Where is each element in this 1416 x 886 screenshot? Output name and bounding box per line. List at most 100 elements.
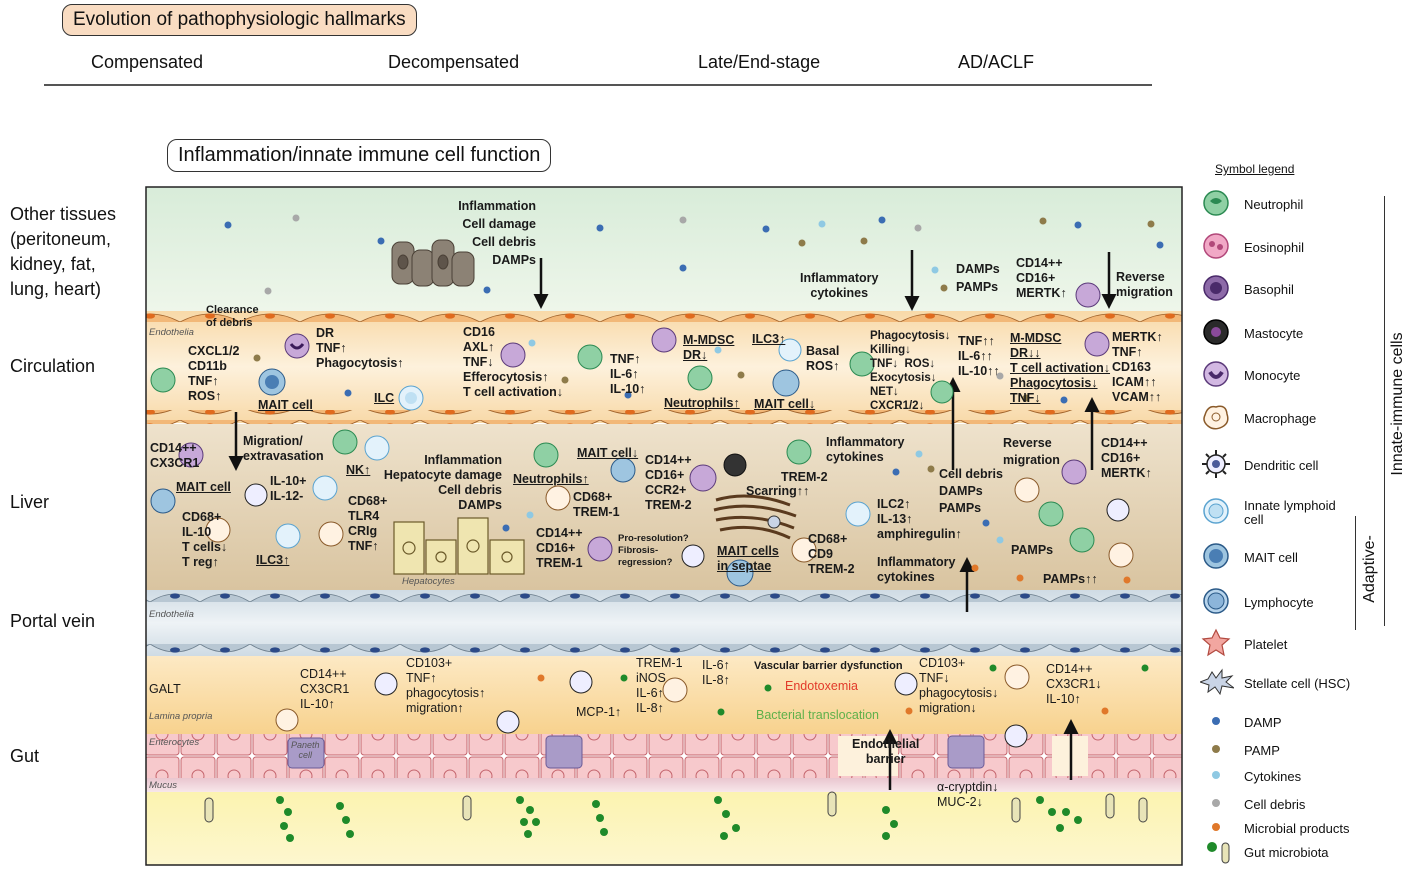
- legend-item: Platelet: [1200, 628, 1287, 662]
- annot-liver-cd14c: CD14++ CD16+ TREM-1: [536, 526, 583, 570]
- legend-item: Cytokines: [1200, 760, 1301, 794]
- annot-gut-il6: IL-6↑ IL-8↑: [702, 658, 730, 687]
- legend-item-label: Platelet: [1244, 637, 1288, 652]
- layer-liver: [146, 424, 1182, 590]
- legend-innate-label: Innate-immune cells: [1389, 332, 1406, 476]
- annot-circ-ilc: ILC: [374, 391, 395, 405]
- legend-item-label: Macrophage: [1244, 411, 1317, 426]
- tissue-cells: [391, 239, 475, 287]
- annot-liver-cd14b: CD14++ CD16+ CCR2+ TREM-2: [645, 453, 692, 512]
- legend-item: Macrophage: [1200, 402, 1316, 436]
- annot-circ-mmdsc: M-MDSC DR↓: [683, 333, 735, 362]
- annot-gut-cd103b: CD103+ TNF↓ phagocytosis↓ migration↓: [919, 656, 999, 715]
- neutrophil-icon: [1200, 187, 1234, 224]
- stage-ad-aclf: AD/ACLF: [958, 52, 1035, 72]
- damp-dot-icon: [1200, 705, 1234, 742]
- portal-endothelium-bottom: [146, 642, 1182, 656]
- label-enterocytes: Enterocytes: [149, 737, 200, 748]
- annot-gut-vascular: Vascular barrier dysfunction: [754, 660, 903, 672]
- legend-item: Dendritic cell: [1200, 449, 1318, 483]
- legend-item-label: DAMP: [1244, 715, 1282, 730]
- legend-item: Mastocyte: [1200, 317, 1303, 351]
- annot-circ-cxcl: CXCL1/2 CD11b TNF↑ ROS↑: [188, 344, 240, 403]
- microbial-dot-icon: [1200, 811, 1234, 848]
- debris-dot-icon: [1200, 787, 1234, 824]
- annot-liver-cd14d: CD14++ CD16+ MERTK↑: [1101, 436, 1152, 480]
- annot-liver-trem2: TREM-2: [781, 470, 828, 484]
- legend-item-label: Dendritic cell: [1244, 458, 1319, 473]
- annot-gut-cd14: CD14++ CX3CR1 IL-10↑: [300, 667, 350, 711]
- annot-circ-mait2: MAIT cell↓: [754, 397, 816, 411]
- annot-gut-endothelial: Endothelial barrier: [852, 737, 920, 766]
- label-endothelia-1: Endothelia: [149, 327, 194, 338]
- row-label-circulation: Circulation: [10, 356, 96, 376]
- row-label-gut: Gut: [10, 746, 40, 766]
- annot-gut-cd103: CD103+ TNF↑ phagocytosis↑ migration↑: [406, 656, 486, 715]
- annot-circ-mmdsc2: M-MDSC DR↓↓ T cell activation↓ Phagocyto…: [1010, 331, 1111, 405]
- layer-lumen: [146, 792, 1182, 865]
- legend-item-label: Innate lymphoid cell: [1244, 498, 1336, 527]
- annot-liver-il10: IL-10+ IL-12-: [270, 474, 307, 503]
- stage-compensated: Compensated: [91, 52, 204, 72]
- molecule-dots: [224, 214, 1164, 716]
- endothelium-top: [146, 309, 1182, 323]
- annot-circ-neutrophils: Neutrophils↑: [664, 396, 740, 410]
- paneth-cell: [545, 735, 583, 769]
- diagram-frame: [145, 186, 1183, 866]
- annot-clearance: Clearance of debris: [206, 304, 259, 329]
- legend-adaptive-bracket: [1355, 516, 1356, 630]
- annot-liver-nk: NK↑: [346, 463, 371, 477]
- annot-circ-phago: Phagocytosis↓ Killing↓ TNF↓ ROS↓ Exocyto…: [870, 330, 951, 412]
- pamp-dot-icon: [1200, 733, 1234, 770]
- annot-circ-dr: DR TNF↑ Phagocytosis↑: [316, 326, 404, 370]
- annot-liver-center: Inflammation Hepatocyte damage Cell debr…: [383, 453, 502, 512]
- row-label-liver: Liver: [10, 492, 50, 512]
- lymphocyte-icon: [1200, 585, 1234, 622]
- legend-item: PAMP: [1200, 734, 1280, 768]
- legend-item: Stellate cell (HSC): [1198, 667, 1350, 701]
- annot-liver-cd68d: CD68+ CD9 TREM-2: [808, 532, 855, 576]
- annot-gut-cryptdin: α-cryptdin↓ MUC-2↓: [937, 780, 999, 809]
- annot-liver-cd68b: CD68+ TLR4 CRIg TNF↑: [348, 494, 388, 553]
- paneth-cell: [947, 735, 985, 769]
- macrophage-icon: [1200, 401, 1234, 438]
- gut-microbiota: [276, 796, 1082, 842]
- annot-gut-endotoxemia: Endotoxemia: [785, 679, 858, 693]
- ilc-icon: [1200, 495, 1234, 532]
- basophil-icon: [1200, 272, 1234, 309]
- annot-circ-mertk: MERTK↑ TNF↑ CD163 ICAM↑↑ VCAM↑↑: [1112, 330, 1163, 404]
- eosinophil-icon: [1200, 230, 1234, 267]
- annot-gut-mcp: MCP-1↑: [576, 705, 622, 719]
- annot-gut-trem: TREM-1 iNOS IL-6↑ IL-8↑: [636, 656, 683, 715]
- annot-liver-inflammatory2: Inflammatory cytokines: [877, 555, 956, 584]
- annot-other-cd14: CD14++ CD16+ MERTK↑: [1016, 256, 1067, 300]
- legend-item-label: Cell debris: [1244, 797, 1306, 812]
- legend-item: Monocyte: [1200, 359, 1300, 393]
- annot-liver-scarring: Scarring↑↑: [746, 484, 810, 498]
- row-label-portal-vein: Portal vein: [10, 611, 96, 631]
- platelet-icon: [1200, 627, 1234, 664]
- annot-circ-tnf: TNF↑ IL-6↑ IL-10↑: [610, 352, 646, 396]
- legend-item-label: Monocyte: [1244, 368, 1301, 383]
- label-lamina-propria: Lamina propria: [149, 711, 213, 722]
- annot-liver-cd14: CD14++ CX3CR1: [150, 441, 200, 470]
- annot-other-cytokines: Inflammatory cytokines: [800, 271, 879, 300]
- annot-liver-cd68a: CD68+ IL-10 T cells↓ T reg↑: [182, 510, 228, 569]
- annot-other-center: Inflammation Cell damage Cell debris DAM…: [458, 199, 536, 267]
- annot-liver-prores: Pro-resolution? Fibrosis- regression?: [618, 533, 689, 568]
- legend-item: Innate lymphoid cell: [1200, 496, 1336, 530]
- annot-liver-debris: Cell debris DAMPs PAMPs: [939, 467, 1003, 515]
- legend-item: Cell debris: [1200, 788, 1305, 822]
- annot-liver-ilc2: ILC2↑ IL-13↑ amphiregulin↑: [877, 497, 962, 541]
- legend-item-label: Microbial products: [1244, 821, 1350, 836]
- label-galt: GALT: [149, 682, 181, 696]
- annot-gut-bacterial: Bacterial translocation: [756, 708, 879, 722]
- mastocyte-icon: [1200, 316, 1234, 353]
- legend-item-label: Cytokines: [1244, 769, 1302, 784]
- legend-item: DAMP: [1200, 706, 1282, 740]
- mait-cell-icon: [1200, 540, 1234, 577]
- annot-liver-migration: Migration/ extravasation: [243, 434, 324, 463]
- paneth-cell: [287, 737, 325, 769]
- legend-item-label: Lymphocyte: [1244, 595, 1314, 610]
- hepatocytes: [393, 517, 525, 575]
